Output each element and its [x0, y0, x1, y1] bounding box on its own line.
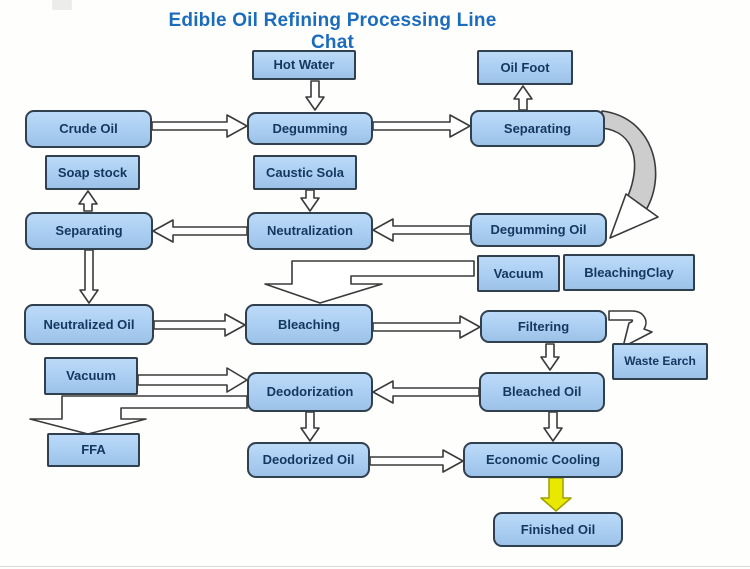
arrow-degumming-to-separating: [372, 114, 471, 138]
node-degumming-oil: Degumming Oil: [470, 213, 607, 247]
node-waste-earch: Waste Earch: [612, 343, 708, 380]
arrow-separating-to-degumming-oil-head: [609, 193, 659, 239]
arrow-crude-oil-to-degumming: [151, 114, 248, 138]
arrow-neutralization-to-separating: [152, 219, 248, 243]
node-vacuum-right: Vacuum: [477, 255, 560, 292]
node-neutralized-oil: Neutralized Oil: [24, 304, 154, 345]
node-economic-cooling: Economic Cooling: [463, 442, 623, 478]
node-caustic-sola: Caustic Sola: [253, 155, 357, 190]
node-ffa: FFA: [47, 433, 140, 467]
arrow-bleached-oil-to-economic-cooling: [543, 411, 563, 442]
arrow-separating-to-soap-stock: [78, 190, 98, 212]
node-bleaching-clay: BleachingClay: [563, 254, 695, 291]
arrow-caustic-sola-to-neutralization: [300, 189, 320, 212]
arrow-bleaching-to-filtering: [372, 315, 481, 339]
node-degumming: Degumming: [247, 112, 373, 145]
node-crude-oil: Crude Oil: [25, 110, 152, 148]
arrow-economic-cooling-to-finished-oil: [540, 477, 572, 512]
node-finished-oil: Finished Oil: [493, 512, 623, 547]
node-hot-water: Hot Water: [252, 50, 356, 80]
node-separating-mid: Separating: [25, 212, 153, 250]
node-separating-top: Separating: [470, 110, 605, 147]
node-oil-foot: Oil Foot: [477, 50, 573, 85]
arrow-vacuum-clay-to-bleaching: [264, 260, 475, 304]
arrow-hot-water-to-degumming: [305, 80, 325, 111]
node-filtering: Filtering: [480, 310, 607, 343]
arrow-filtering-to-waste-earch: [608, 310, 653, 348]
arrow-degumming-oil-to-neutralization: [372, 218, 471, 242]
arrow-deodorization-to-deodorized-oil: [300, 411, 320, 442]
node-neutralization: Neutralization: [247, 212, 373, 250]
arrow-deodorized-oil-to-economic-cooling: [369, 449, 464, 473]
node-bleached-oil: Bleached Oil: [479, 372, 605, 412]
node-soap-stock: Soap stock: [45, 155, 140, 190]
arrow-vacuum-to-deodorization: [137, 367, 248, 393]
arrow-deodorization-to-ffa: [29, 395, 248, 435]
node-bleaching: Bleaching: [245, 304, 373, 345]
node-vacuum-left: Vacuum: [44, 357, 138, 395]
frame-edge: [0, 566, 750, 567]
node-deodorization: Deodorization: [247, 372, 373, 412]
arrow-separating-to-oil-foot: [513, 85, 533, 111]
arrow-filtering-to-bleached-oil: [540, 343, 560, 371]
arrow-bleached-oil-to-deodorization: [372, 380, 480, 404]
arrow-neutralized-oil-to-bleaching: [153, 313, 246, 337]
arrow-separating-to-neutralized-oil: [79, 249, 99, 304]
scan-artifact: [52, 0, 72, 10]
node-deodorized-oil: Deodorized Oil: [247, 442, 370, 478]
diagram-title: Edible Oil Refining Processing Line Chat: [168, 10, 497, 53]
